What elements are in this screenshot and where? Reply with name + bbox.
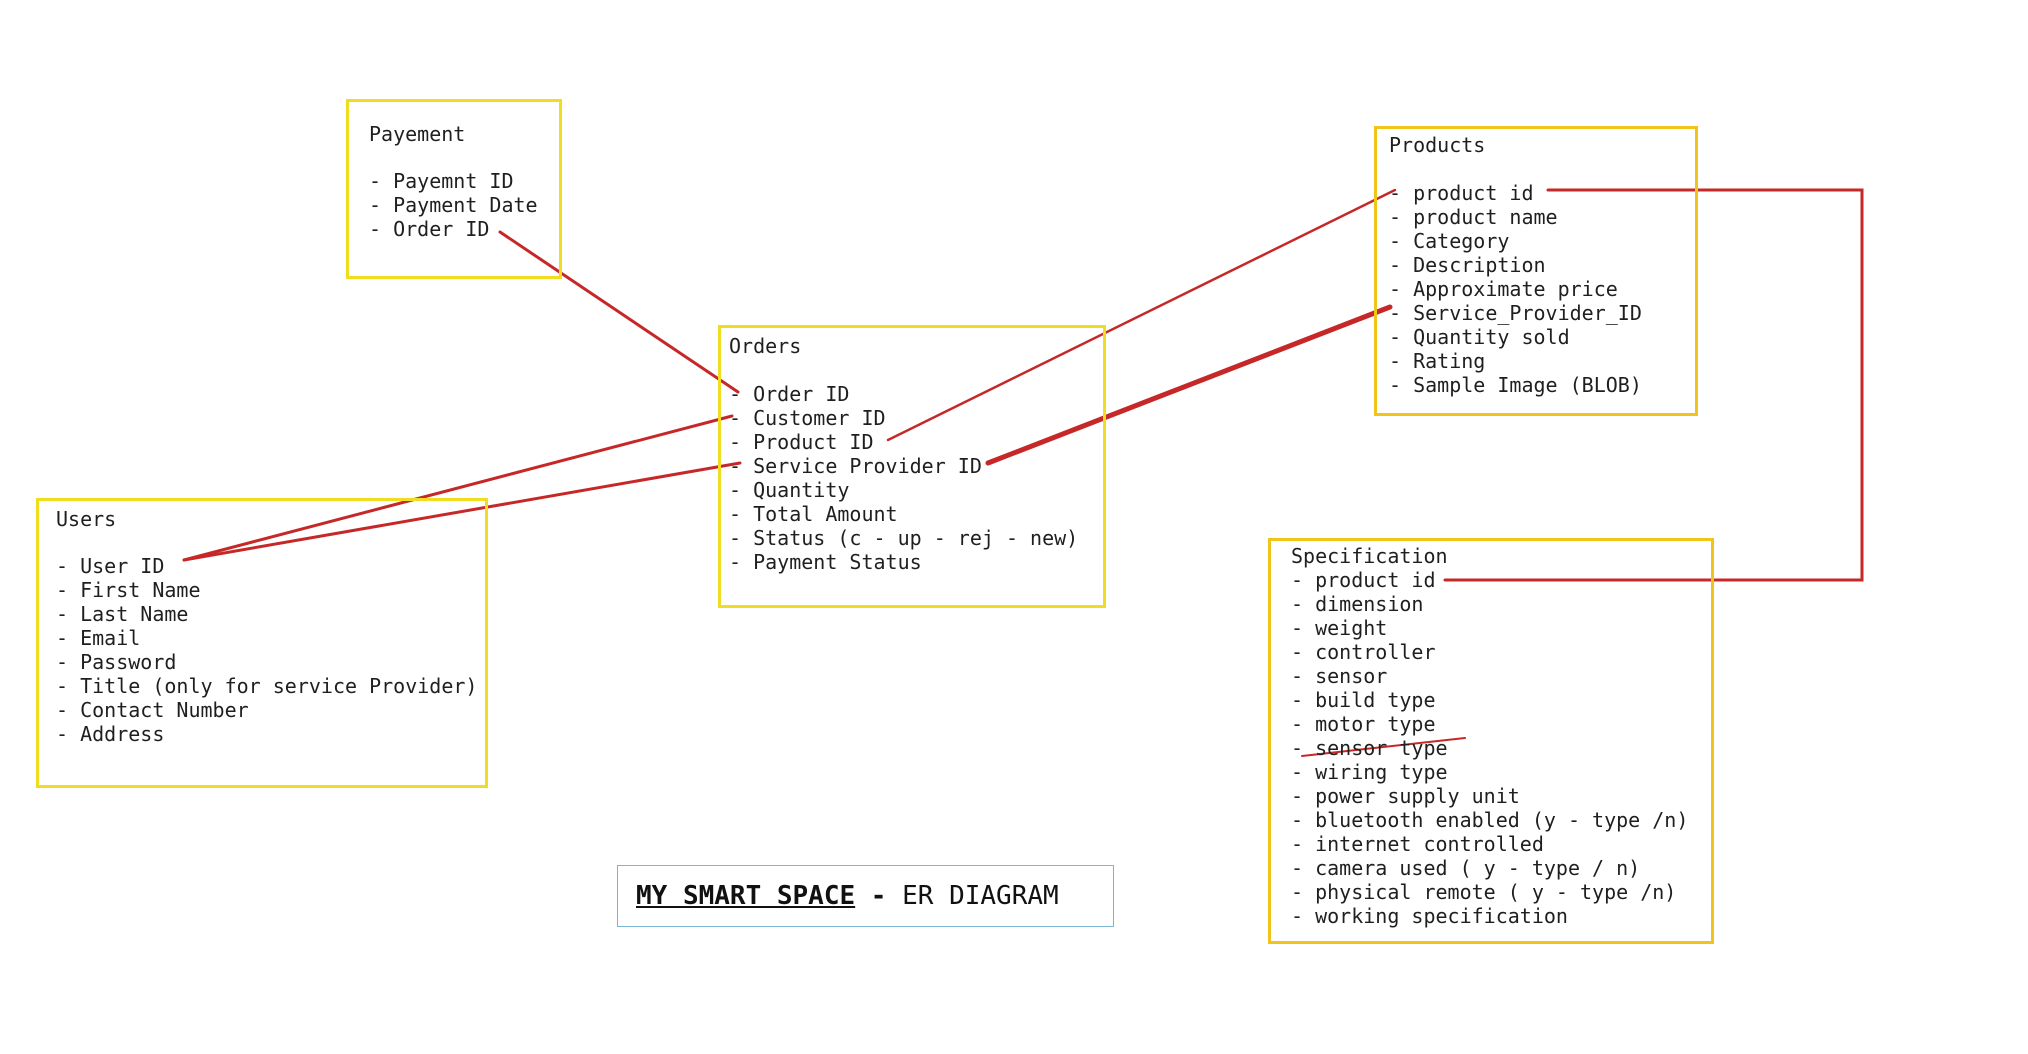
entity-products-title: Products xyxy=(1389,133,1486,157)
field-item: Quantity xyxy=(729,478,1078,502)
entity-products: Products product id product name Categor… xyxy=(1374,126,1698,416)
connector-payment-order xyxy=(498,230,740,394)
field-item: Approximate price xyxy=(1389,277,1642,301)
field-item: Service_Provider_ID xyxy=(1389,301,1642,325)
field-item: First Name xyxy=(56,578,477,602)
field-item: Product ID xyxy=(729,430,1078,454)
field-item: product id xyxy=(1291,568,1688,592)
field-item: Order ID xyxy=(369,217,538,241)
field-item: bluetooth enabled (y - type /n) xyxy=(1291,808,1688,832)
connector-customer-user xyxy=(182,414,734,562)
field-item: Email xyxy=(56,626,477,650)
field-item: wiring type xyxy=(1291,760,1688,784)
field-item: Last Name xyxy=(56,602,477,626)
field-item: dimension xyxy=(1291,592,1688,616)
entity-products-fields: product id product name Category Descrip… xyxy=(1389,181,1642,397)
entity-users: Users User ID First Name Last Name Email… xyxy=(36,498,488,788)
field-item: Contact Number xyxy=(56,698,477,722)
field-item: Order ID xyxy=(729,382,1078,406)
entity-payment-fields: Payemnt ID Payment Date Order ID xyxy=(369,169,538,241)
field-item: Quantity sold xyxy=(1389,325,1642,349)
field-item: Payemnt ID xyxy=(369,169,538,193)
field-item: Address xyxy=(56,722,477,746)
field-item-struck: sensor type xyxy=(1291,736,1688,760)
field-item: build type xyxy=(1291,688,1688,712)
field-item: sensor xyxy=(1291,664,1688,688)
caption-diagram-type: ER DIAGRAM xyxy=(902,881,1059,911)
entity-orders: Orders Order ID Customer ID Product ID S… xyxy=(718,325,1106,608)
diagram-caption: MY SMART SPACE - ER DIAGRAM xyxy=(617,865,1114,927)
field-item: Description xyxy=(1389,253,1642,277)
field-item: working specification xyxy=(1291,904,1688,928)
field-item: User ID xyxy=(56,554,477,578)
field-item: product id xyxy=(1389,181,1642,205)
entity-orders-fields: Order ID Customer ID Product ID Service … xyxy=(729,382,1078,574)
field-item: Service Provider ID xyxy=(729,454,1078,478)
field-item: Customer ID xyxy=(729,406,1078,430)
entity-payment: Payement Payemnt ID Payment Date Order I… xyxy=(346,99,562,279)
connector-serviceprovider-user xyxy=(182,461,742,562)
field-item: Payment Status xyxy=(729,550,1078,574)
field-item: Title (only for service Provider) xyxy=(56,674,477,698)
field-item: Total Amount xyxy=(729,502,1078,526)
field-item: physical remote ( y - type /n) xyxy=(1291,880,1688,904)
caption-project-name: MY SMART SPACE xyxy=(636,881,856,911)
entity-users-fields: User ID First Name Last Name Email Passw… xyxy=(56,554,477,746)
field-item: Status (c - up - rej - new) xyxy=(729,526,1078,550)
entity-specification-title: Specification xyxy=(1291,544,1448,568)
entity-specification: Specification product id dimension weigh… xyxy=(1268,538,1714,944)
caption-separator: - xyxy=(855,881,903,911)
field-item: Rating xyxy=(1389,349,1642,373)
entity-specification-fields: product id dimension weight controller s… xyxy=(1291,568,1688,928)
entity-payment-title: Payement xyxy=(369,122,466,146)
field-item: controller xyxy=(1291,640,1688,664)
field-item: weight xyxy=(1291,616,1688,640)
field-item: camera used ( y - type / n) xyxy=(1291,856,1688,880)
entity-users-title: Users xyxy=(56,507,117,531)
entity-orders-title: Orders xyxy=(729,334,802,358)
field-item: internet controlled xyxy=(1291,832,1688,856)
field-item: Sample Image (BLOB) xyxy=(1389,373,1642,397)
field-item: product name xyxy=(1389,205,1642,229)
field-item: motor type xyxy=(1291,712,1688,736)
field-item: Password xyxy=(56,650,477,674)
field-item: power supply unit xyxy=(1291,784,1688,808)
field-item: Payment Date xyxy=(369,193,538,217)
field-item: Category xyxy=(1389,229,1642,253)
